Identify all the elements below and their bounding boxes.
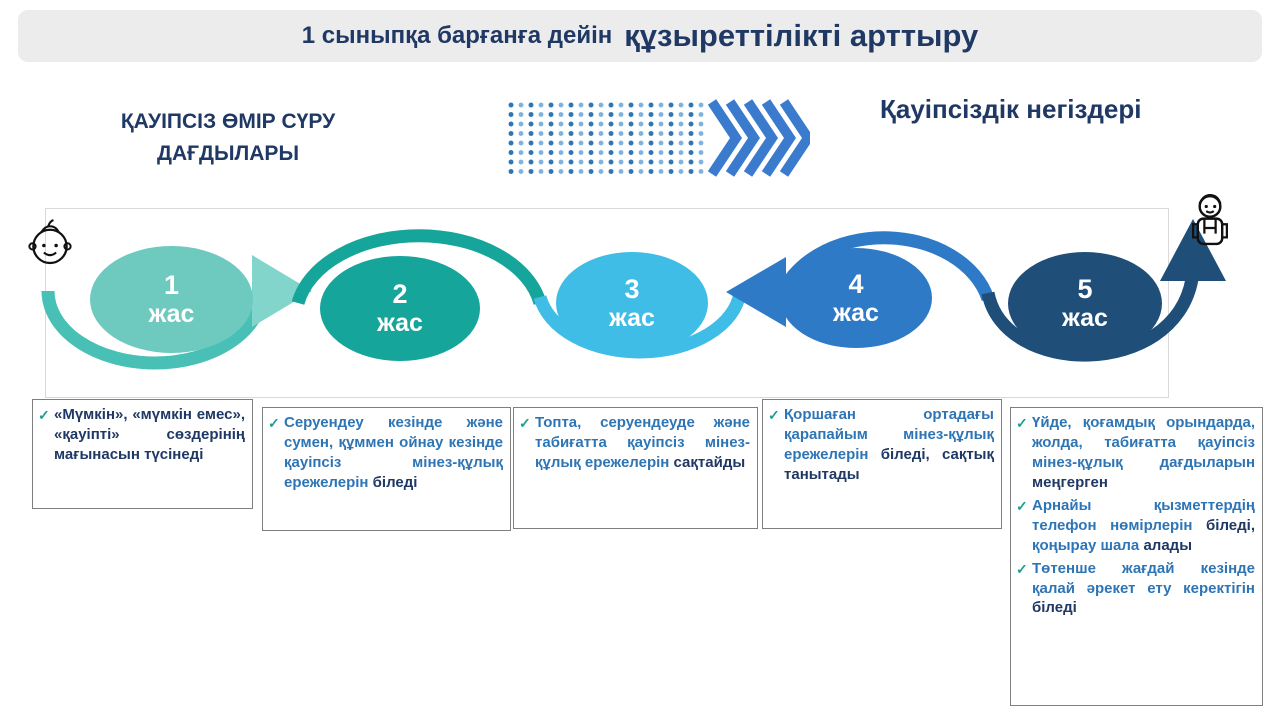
arrowhead-up-icon — [1160, 219, 1226, 281]
checklist-item: ✓Қоршаған ортадағы қарапайым мінез-құлық… — [768, 405, 994, 485]
left-heading-line2: ДАҒДЫЛАРЫ — [156, 141, 300, 165]
right-heading: Қауіпсіздік негіздері — [880, 94, 1142, 124]
stage-label: жас — [833, 298, 879, 327]
checklist-text: Қоршаған ортадағы қарапайым мінез-құлық … — [784, 406, 994, 483]
stage-number: 2 — [392, 279, 408, 310]
check-icon: ✓ — [38, 407, 50, 423]
checklist-text: Серуендеу кезінде және сумен, құммен ойн… — [284, 414, 503, 491]
stage-number: 5 — [1077, 274, 1093, 305]
info-box-age-5: ✓Үйде, қоғамдық орындарда, жолда, табиға… — [1010, 407, 1263, 706]
stage-2-ellipse: 2 жас — [320, 256, 480, 361]
checklist-item: ✓Үйде, қоғамдық орындарда, жолда, табиға… — [1016, 413, 1255, 493]
info-box-age-1: ✓«Мүмкін», «мүмкін емес», «қауіпті» сөзд… — [32, 399, 253, 509]
child-face-icon — [28, 219, 72, 265]
stage-4-ellipse: 4 жас — [780, 248, 932, 348]
checklist-text: «Мүмкін», «мүмкін емес», «қауіпті» сөзде… — [54, 406, 245, 463]
checklist-text: Топта, серуендеуде және табиғатта қауіпс… — [535, 414, 750, 471]
check-icon: ✓ — [1016, 497, 1028, 514]
checklist-text: Төтенше жағдай кезінде қалай әрекет ету … — [1032, 559, 1255, 617]
checklist-item: ✓Топта, серуендеуде және табиғатта қауіп… — [519, 413, 750, 473]
info-box-age-4: ✓Қоршаған ортадағы қарапайым мінез-құлық… — [762, 399, 1002, 529]
checklist-item: ✓Арнайы қызметтердің телефон нөмірлерін … — [1016, 496, 1255, 556]
timeline-arcs — [41, 219, 1226, 370]
check-icon: ✓ — [519, 415, 531, 431]
arrowhead-right-icon — [252, 255, 312, 327]
chevron-right-icon — [708, 99, 810, 177]
check-icon: ✓ — [768, 407, 780, 423]
check-icon: ✓ — [1016, 560, 1028, 577]
check-icon: ✓ — [268, 415, 280, 431]
stage-3-ellipse: 3 жас — [556, 252, 708, 354]
arc-stage1 — [41, 290, 269, 370]
checklist-text: Арнайы қызметтердің телефон нөмірлерін б… — [1032, 496, 1255, 554]
slide-title-banner: 1 сыныпқа барғанға дейін құзыреттілікті … — [18, 10, 1262, 62]
checklist-item: ✓Серуендеу кезінде және сумен, құммен ой… — [268, 413, 503, 493]
student-icon — [1192, 193, 1228, 246]
checklist-text: Үйде, қоғамдық орындарда, жолда, табиғат… — [1032, 414, 1255, 491]
left-heading: ҚАУІПСІЗ ӨМІР СҮРУ ДАҒДЫЛАРЫ — [78, 106, 378, 169]
left-heading-line1: ҚАУІПСІЗ ӨМІР СҮРУ — [120, 110, 336, 133]
info-box-age-2: ✓Серуендеу кезінде және сумен, құммен ой… — [262, 407, 511, 531]
slide-title-main: құзыреттілікті арттыру — [624, 18, 979, 53]
checklist-item: ✓Төтенше жағдай кезінде қалай әрекет ету… — [1016, 559, 1255, 619]
info-box-age-3: ✓Топта, серуендеуде және табиғатта қауіп… — [513, 407, 758, 529]
stage-1-ellipse: 1 жас — [90, 246, 253, 353]
stage-label: жас — [609, 303, 655, 332]
stage-number: 1 — [163, 270, 180, 301]
checklist-item: ✓«Мүмкін», «мүмкін емес», «қауіпті» сөзд… — [38, 405, 245, 465]
stage-number: 3 — [624, 273, 640, 304]
dotted-arrow-pattern — [508, 102, 706, 178]
slide-title-prefix: 1 сыныпқа барғанға дейін — [301, 22, 613, 49]
check-icon: ✓ — [1016, 415, 1028, 431]
stage-label: жас — [377, 309, 423, 338]
stage-5-ellipse: 5 жас — [1008, 252, 1162, 355]
stage-label: жас — [1062, 304, 1108, 333]
stage-number: 4 — [848, 268, 864, 299]
stage-label: жас — [148, 300, 195, 329]
arrowhead-left-icon — [726, 257, 786, 327]
arc-stage2 — [291, 229, 547, 305]
